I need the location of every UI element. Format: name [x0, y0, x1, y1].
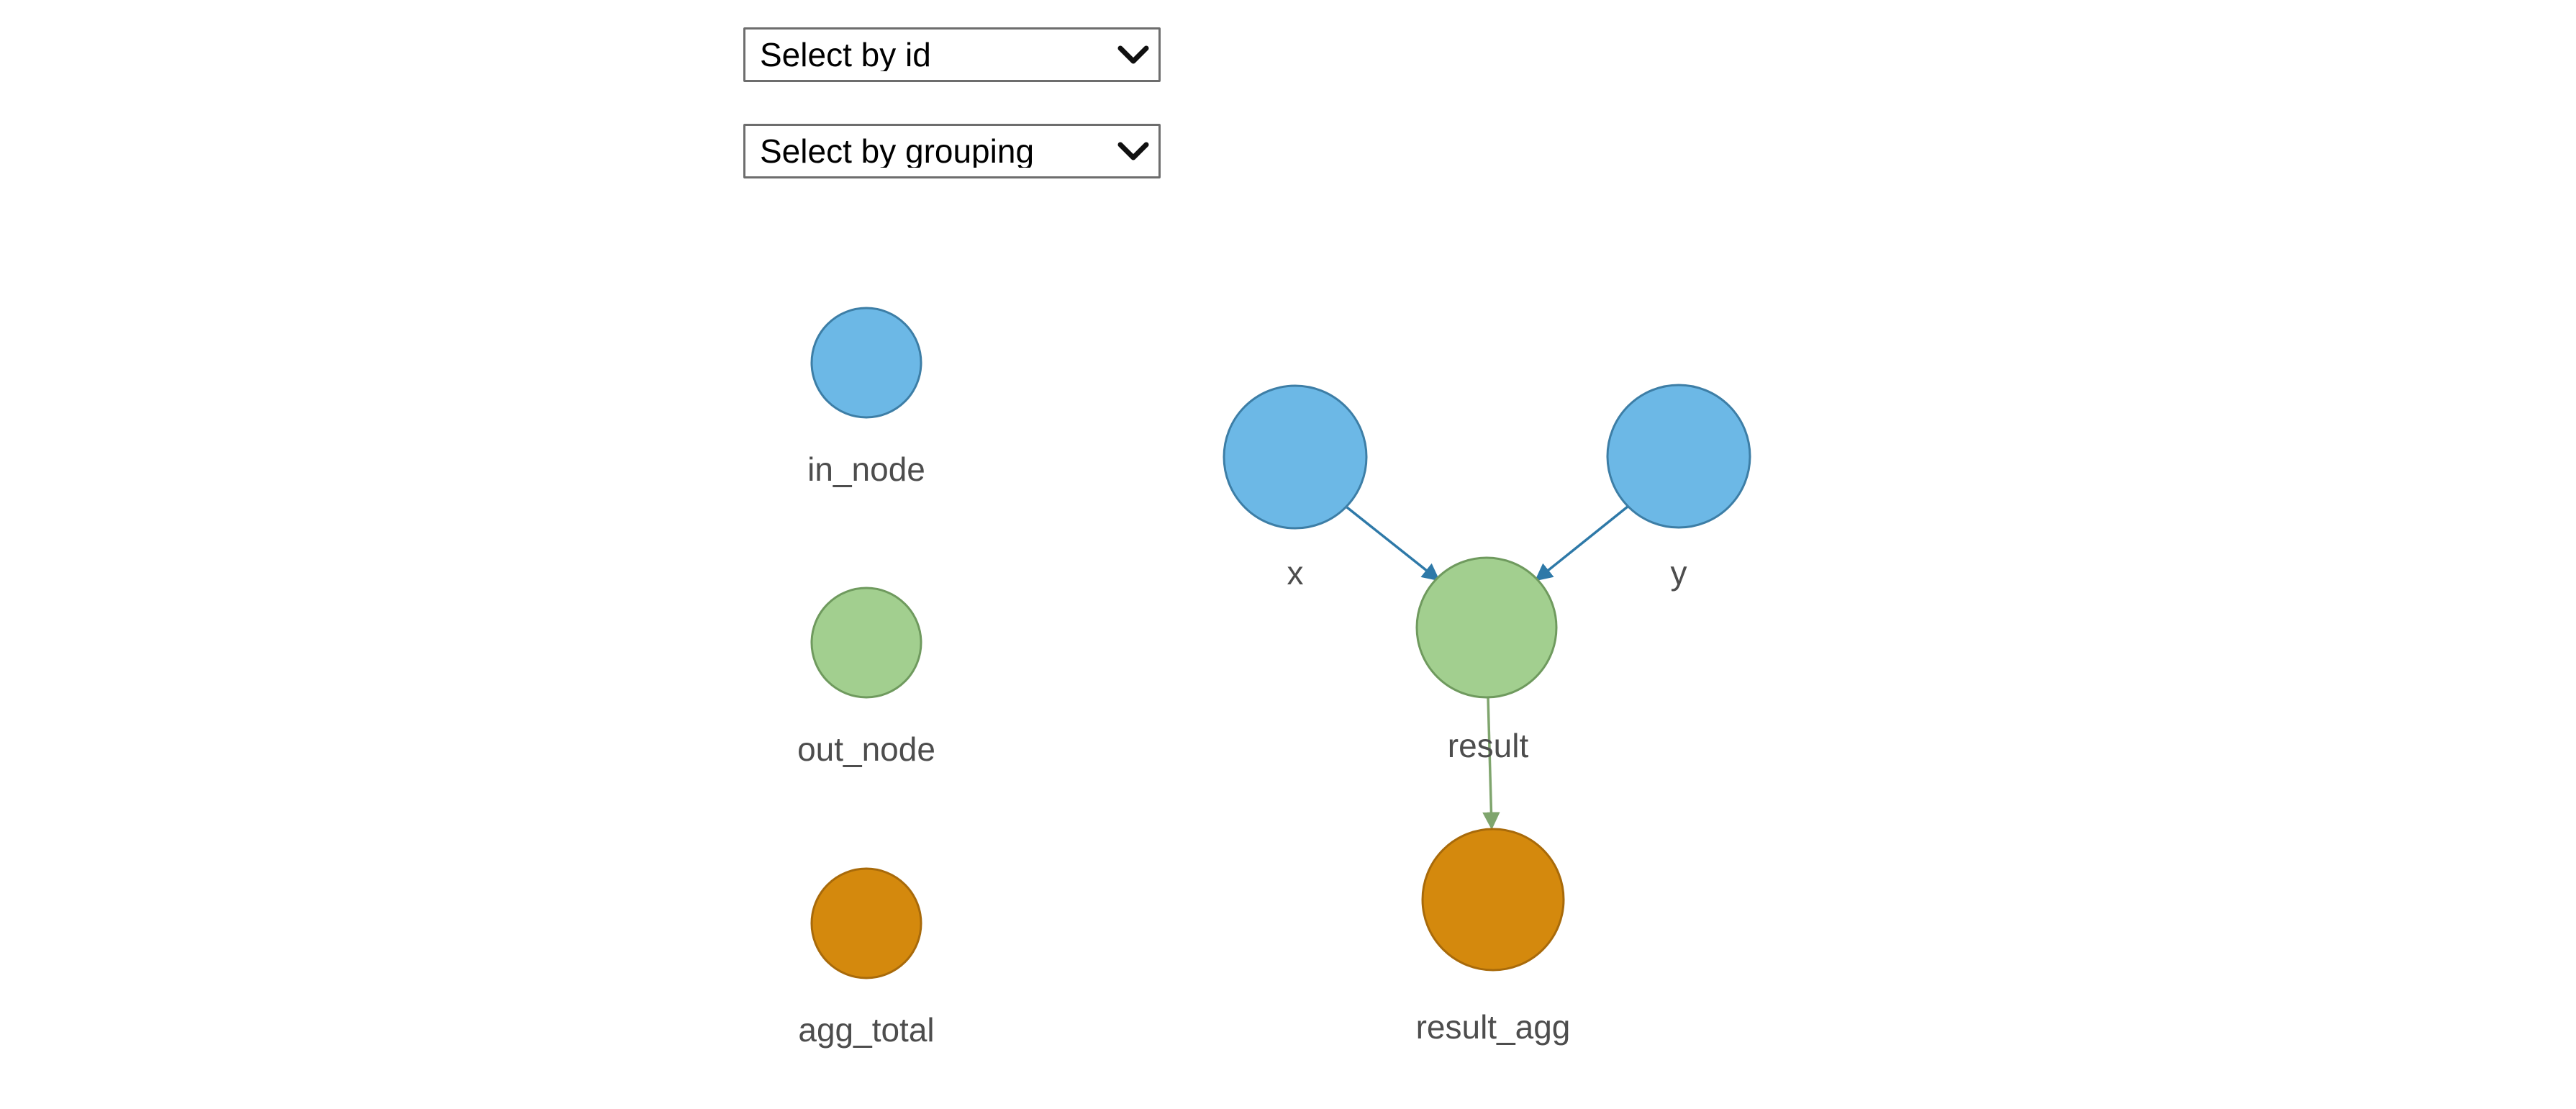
legend-label-agg-total: agg_total: [798, 1011, 934, 1049]
chevron-down-icon: [1108, 27, 1158, 82]
edge-result-to-result-agg[interactable]: [1482, 697, 1500, 830]
edge-y-to-result[interactable]: [1534, 505, 1629, 581]
select-by-id-value: Select by id: [760, 38, 931, 71]
node-result[interactable]: [1415, 556, 1558, 699]
node-x-label: x: [1287, 554, 1304, 592]
node-y-circle[interactable]: [1606, 384, 1751, 529]
node-result-agg-label: result_agg: [1416, 1008, 1571, 1046]
controls-panel: Select by id Select by grouping: [743, 27, 1175, 220]
edge-x-to-result[interactable]: [1346, 506, 1441, 581]
legend-swatch-in-node: [810, 307, 922, 419]
node-x-circle[interactable]: [1223, 384, 1368, 530]
legend-swatch-agg-total: [810, 867, 922, 979]
legend-item-in-node: in_node: [807, 307, 925, 488]
node-y-label: y: [1671, 554, 1687, 592]
node-result-circle[interactable]: [1415, 556, 1558, 699]
select-by-grouping-value: Select by grouping: [760, 135, 1035, 168]
node-x[interactable]: x: [1223, 384, 1368, 592]
legend-label-out-node: out_node: [797, 730, 935, 768]
select-by-id[interactable]: Select by id: [743, 27, 1161, 82]
legend-swatch-out-node: [810, 587, 922, 699]
chevron-down-icon: [1108, 124, 1158, 178]
legend-label-in-node: in_node: [807, 451, 925, 488]
legend-item-out-node: out_node: [797, 587, 935, 768]
legend: in_node out_node agg_total: [797, 307, 935, 1049]
select-by-grouping[interactable]: Select by grouping: [743, 124, 1161, 178]
graph-nodes: x y result_agg: [1223, 384, 1751, 1046]
legend-item-agg-total: agg_total: [798, 867, 935, 1049]
node-result-agg[interactable]: result_agg: [1416, 828, 1571, 1046]
node-y[interactable]: y: [1606, 384, 1751, 592]
node-result-agg-circle[interactable]: [1421, 828, 1565, 972]
